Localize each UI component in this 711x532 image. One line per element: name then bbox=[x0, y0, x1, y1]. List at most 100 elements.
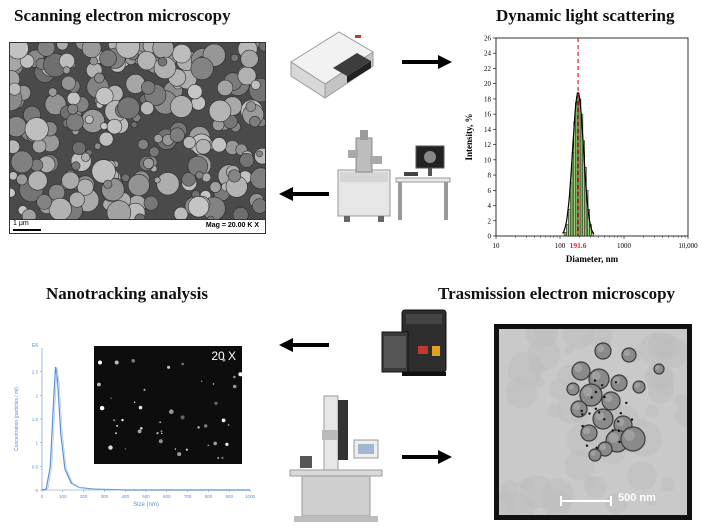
tem-dark-dot bbox=[590, 396, 593, 399]
nta-x-tick-label: 200 bbox=[80, 494, 88, 499]
nta-x-tick-label: 1000 bbox=[245, 494, 256, 499]
sem-particle bbox=[117, 96, 140, 120]
sem-particle bbox=[94, 142, 102, 150]
nta-x-tick-label: 800 bbox=[205, 494, 213, 499]
nta-bright-particle bbox=[227, 424, 230, 426]
tem-dark-dot bbox=[618, 440, 621, 444]
tem-dark-dot bbox=[581, 413, 584, 416]
tem-dark-dot bbox=[593, 379, 597, 382]
sem-particle bbox=[95, 87, 114, 106]
dls-y-tick-label: 18 bbox=[484, 95, 492, 103]
tem-dark-dot bbox=[598, 411, 601, 414]
sem-particle bbox=[72, 141, 86, 156]
tem-dark-dot bbox=[585, 444, 589, 447]
nta-x-tick-label: 900 bbox=[225, 494, 233, 499]
sem-particle bbox=[10, 150, 34, 174]
sem-particle bbox=[16, 173, 28, 186]
nta-bright-particle bbox=[110, 397, 113, 400]
sem-particle bbox=[21, 208, 37, 221]
dls-y-tick-label: 22 bbox=[484, 65, 492, 73]
dls-x-axis-label: Diameter, nm bbox=[566, 254, 619, 264]
nta-bright-particle bbox=[174, 448, 177, 450]
sem-particle bbox=[61, 171, 80, 190]
sem-particle bbox=[24, 117, 49, 142]
sem-particle bbox=[250, 79, 261, 90]
sem-particle bbox=[154, 176, 161, 184]
nta-title: Nanotracking analysis bbox=[46, 284, 208, 303]
sem-particle bbox=[240, 49, 259, 68]
tem-dark-dot bbox=[617, 429, 621, 433]
nta-bright-particle bbox=[221, 456, 224, 459]
sem-particle bbox=[66, 113, 84, 132]
dls-y-tick-label: 0 bbox=[488, 233, 492, 241]
sem-particle bbox=[61, 75, 76, 91]
sem-particle bbox=[98, 131, 114, 147]
dls-y-tick-label: 2 bbox=[488, 217, 492, 225]
tem-scale-bar-label: 500 nm bbox=[618, 492, 656, 504]
nta-bright-particle bbox=[131, 359, 135, 363]
tem-grain bbox=[650, 331, 659, 340]
dls-y-tick-label: 6 bbox=[488, 187, 492, 195]
nta-bright-particle bbox=[137, 429, 142, 434]
tem-grain bbox=[562, 329, 594, 350]
nta-bright-particle bbox=[138, 405, 143, 410]
sem-particle bbox=[239, 152, 255, 168]
sem-particle bbox=[67, 103, 79, 115]
sem-particle bbox=[121, 173, 130, 183]
sem-particle bbox=[258, 43, 265, 52]
nta-x-tick-label: 0 bbox=[41, 494, 44, 499]
tem-particle-highlight bbox=[574, 364, 583, 373]
dls-y-tick-label: 24 bbox=[484, 50, 492, 58]
nta-bright-particle bbox=[143, 388, 146, 391]
arrow-left-nta bbox=[279, 338, 329, 352]
nta-magnification: 20 X bbox=[211, 349, 236, 363]
sem-particle bbox=[137, 138, 149, 150]
nta-bright-particle bbox=[232, 384, 237, 389]
tem-particle-highlight bbox=[573, 403, 581, 411]
sem-particle bbox=[157, 57, 168, 67]
sem-particle bbox=[10, 139, 20, 154]
dls-x-tick-label: 1000 bbox=[617, 242, 632, 250]
tem-grain bbox=[519, 475, 554, 509]
nta-y-tick-label: 0.5 bbox=[32, 464, 39, 469]
nta-bright-particle bbox=[134, 401, 136, 403]
nta-bright-particle bbox=[158, 439, 163, 444]
tem-particle-highlight bbox=[634, 382, 640, 388]
tem-dark-dot bbox=[630, 418, 634, 421]
dls-y-tick-label: 26 bbox=[484, 35, 492, 43]
sem-particle bbox=[169, 127, 185, 143]
tem-dark-dot bbox=[614, 381, 618, 384]
nta-bright-particle bbox=[197, 426, 200, 429]
tem-dark-dot bbox=[603, 395, 606, 399]
nta-bright-particle bbox=[181, 362, 184, 366]
sem-particle bbox=[76, 178, 94, 196]
tem-grain bbox=[565, 346, 574, 355]
arrow-right-dls bbox=[402, 55, 452, 69]
sem-particle bbox=[10, 82, 22, 96]
dls-x-tick-label: 10,000 bbox=[678, 242, 698, 250]
sem-particle bbox=[245, 101, 257, 112]
dls-fit-curve bbox=[562, 91, 595, 235]
tem-dark-dot bbox=[625, 401, 628, 405]
tem-grain bbox=[639, 332, 674, 367]
sem-particle bbox=[106, 200, 132, 221]
sem-particle bbox=[172, 44, 192, 64]
sem-particle bbox=[91, 159, 116, 184]
nta-bright-particle bbox=[97, 382, 101, 387]
nta-y-tick-label: 2.5 bbox=[32, 370, 39, 375]
tem-grain bbox=[653, 375, 675, 397]
dls-bar bbox=[578, 98, 582, 237]
dls-plot-frame bbox=[495, 37, 689, 237]
sem-instrument bbox=[337, 130, 451, 222]
sem-particle bbox=[48, 197, 72, 221]
sem-particle bbox=[10, 188, 16, 198]
nta-bright-particle bbox=[124, 448, 127, 450]
dls-bar bbox=[568, 209, 571, 237]
sem-particle bbox=[148, 146, 160, 158]
nta-y-tick-label: 1.5 bbox=[32, 417, 39, 422]
tem-particle-highlight bbox=[599, 443, 607, 451]
sem-particle bbox=[153, 133, 163, 144]
tem-grain bbox=[674, 393, 687, 407]
tem-grain bbox=[627, 461, 657, 491]
